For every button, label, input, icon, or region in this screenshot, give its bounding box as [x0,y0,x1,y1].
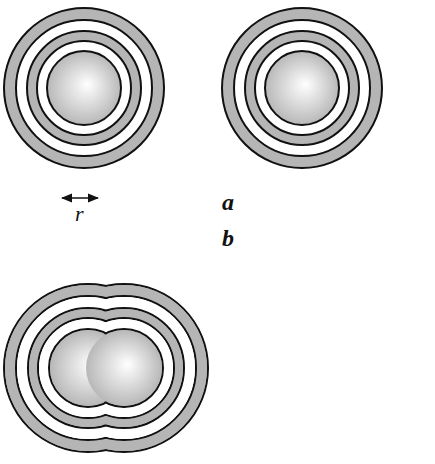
panel-letter: a [222,190,234,214]
atom-right [222,8,382,168]
radius-label: r [75,203,84,225]
radius-arrow [62,197,98,199]
molecule [4,284,208,452]
panel-letter: b [222,226,234,250]
atom-left [4,8,164,168]
